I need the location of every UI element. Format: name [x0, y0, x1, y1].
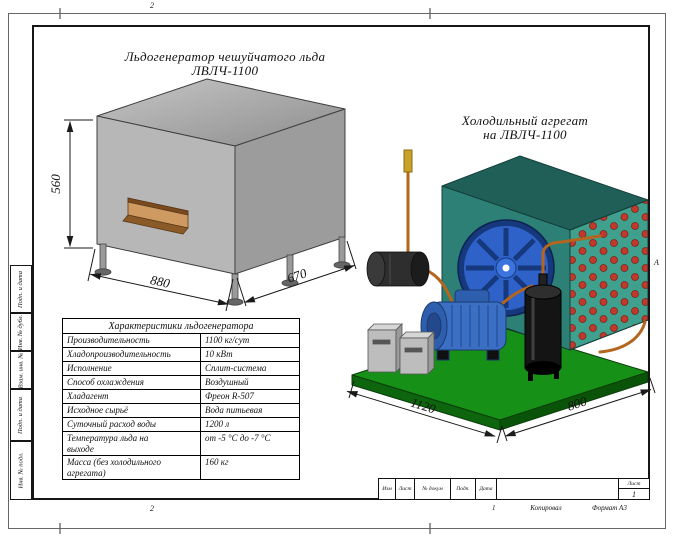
kopiroval-label: Копировал: [530, 504, 562, 512]
margin-box-podp-i-data-2: Подп. и дата: [10, 389, 32, 441]
margin-label: Подп. и дата: [17, 270, 25, 308]
ice-title-line1: Льдогенератор чешуйчатого льда: [124, 49, 326, 64]
table-row: Исполнение Сплит-система: [63, 361, 299, 375]
zone-number-bottom-right: 1: [492, 504, 496, 512]
table-row: Исходное сырьё Вода питьевая: [63, 403, 299, 417]
suction-accumulator: [366, 251, 430, 287]
table-row: Хладопроизводительность 10 кВт: [63, 347, 299, 361]
refrigeration-unit-title: Холодильный агрегат на ЛВЛЧ-1100: [420, 114, 630, 142]
stamp-col-podp: Подп.: [451, 479, 476, 499]
ice-title-line2: ЛВЛЧ-1100: [191, 63, 259, 78]
margin-box-inv-dubl: Инв. № дубл.: [10, 313, 32, 351]
stamp-col-data: Дата: [476, 479, 497, 499]
characteristics-title: Характеристики льдогенератора: [108, 321, 254, 332]
table-row: Масса (без холодильного агрегата) 160 кг: [63, 455, 299, 479]
margin-box-podp-i-data-1: Подп. и дата: [10, 265, 32, 313]
margin-box-inv-podl: Инв. № подл.: [10, 441, 32, 500]
characteristics-table: Характеристики льдогенератора Производит…: [62, 318, 300, 480]
service-valve: [403, 149, 413, 173]
ice-generator-isometric: [96, 78, 346, 275]
receiver-tank: [524, 273, 562, 381]
title-block: Изм Лист № докум Подп. Дата Лист 1: [378, 478, 650, 500]
electrical-boxes: [367, 323, 435, 375]
sheet-label: Лист: [619, 479, 649, 489]
stamp-col-docnum: № докум: [415, 479, 451, 499]
stamp-sheet-box: Лист 1: [619, 479, 649, 499]
zone-number-bottom: 2: [150, 504, 154, 513]
drawing-frame: [32, 25, 650, 500]
stamp-col-izm: Изм: [379, 479, 396, 499]
margin-label: Инв. № подл.: [17, 452, 25, 489]
margin-label: Взам. инв. №: [17, 352, 25, 388]
table-row: Хладагент Фреон R-507: [63, 389, 299, 403]
ice-outlet-chute: [122, 197, 189, 235]
stamp-col-list: Лист: [396, 479, 415, 499]
ice-height-dim: 560: [48, 174, 63, 194]
sheet-outer-border: [8, 13, 666, 529]
zone-letter-right: А: [654, 258, 659, 267]
zone-number-top: 2: [150, 1, 154, 10]
dimension-lines-ice: [64, 119, 357, 312]
dimension-lines-unit: [346, 377, 656, 444]
margin-box-vzam-inv: Взам. инв. №: [10, 351, 32, 389]
stamp-document-field: [497, 479, 619, 499]
margin-label: Инв. № дубл.: [17, 314, 25, 350]
format-label: Формат А3: [592, 504, 627, 512]
table-row: Производительность 1100 кг/сут: [63, 333, 299, 347]
table-row: Температура льда на выходе от -5 °С до -…: [63, 431, 299, 455]
sheet-number: 1: [632, 489, 636, 499]
unit-title-line1: Холодильный агрегат: [461, 113, 589, 128]
table-row: Способ охлаждения Воздушный: [63, 375, 299, 389]
table-row: Суточный расход воды 1200 л: [63, 417, 299, 431]
margin-label: Подп. и дата: [17, 396, 25, 434]
unit-title-line2: на ЛВЛЧ-1100: [483, 127, 567, 142]
ice-generator-title: Льдогенератор чешуйчатого льда ЛВЛЧ-1100: [85, 50, 365, 78]
